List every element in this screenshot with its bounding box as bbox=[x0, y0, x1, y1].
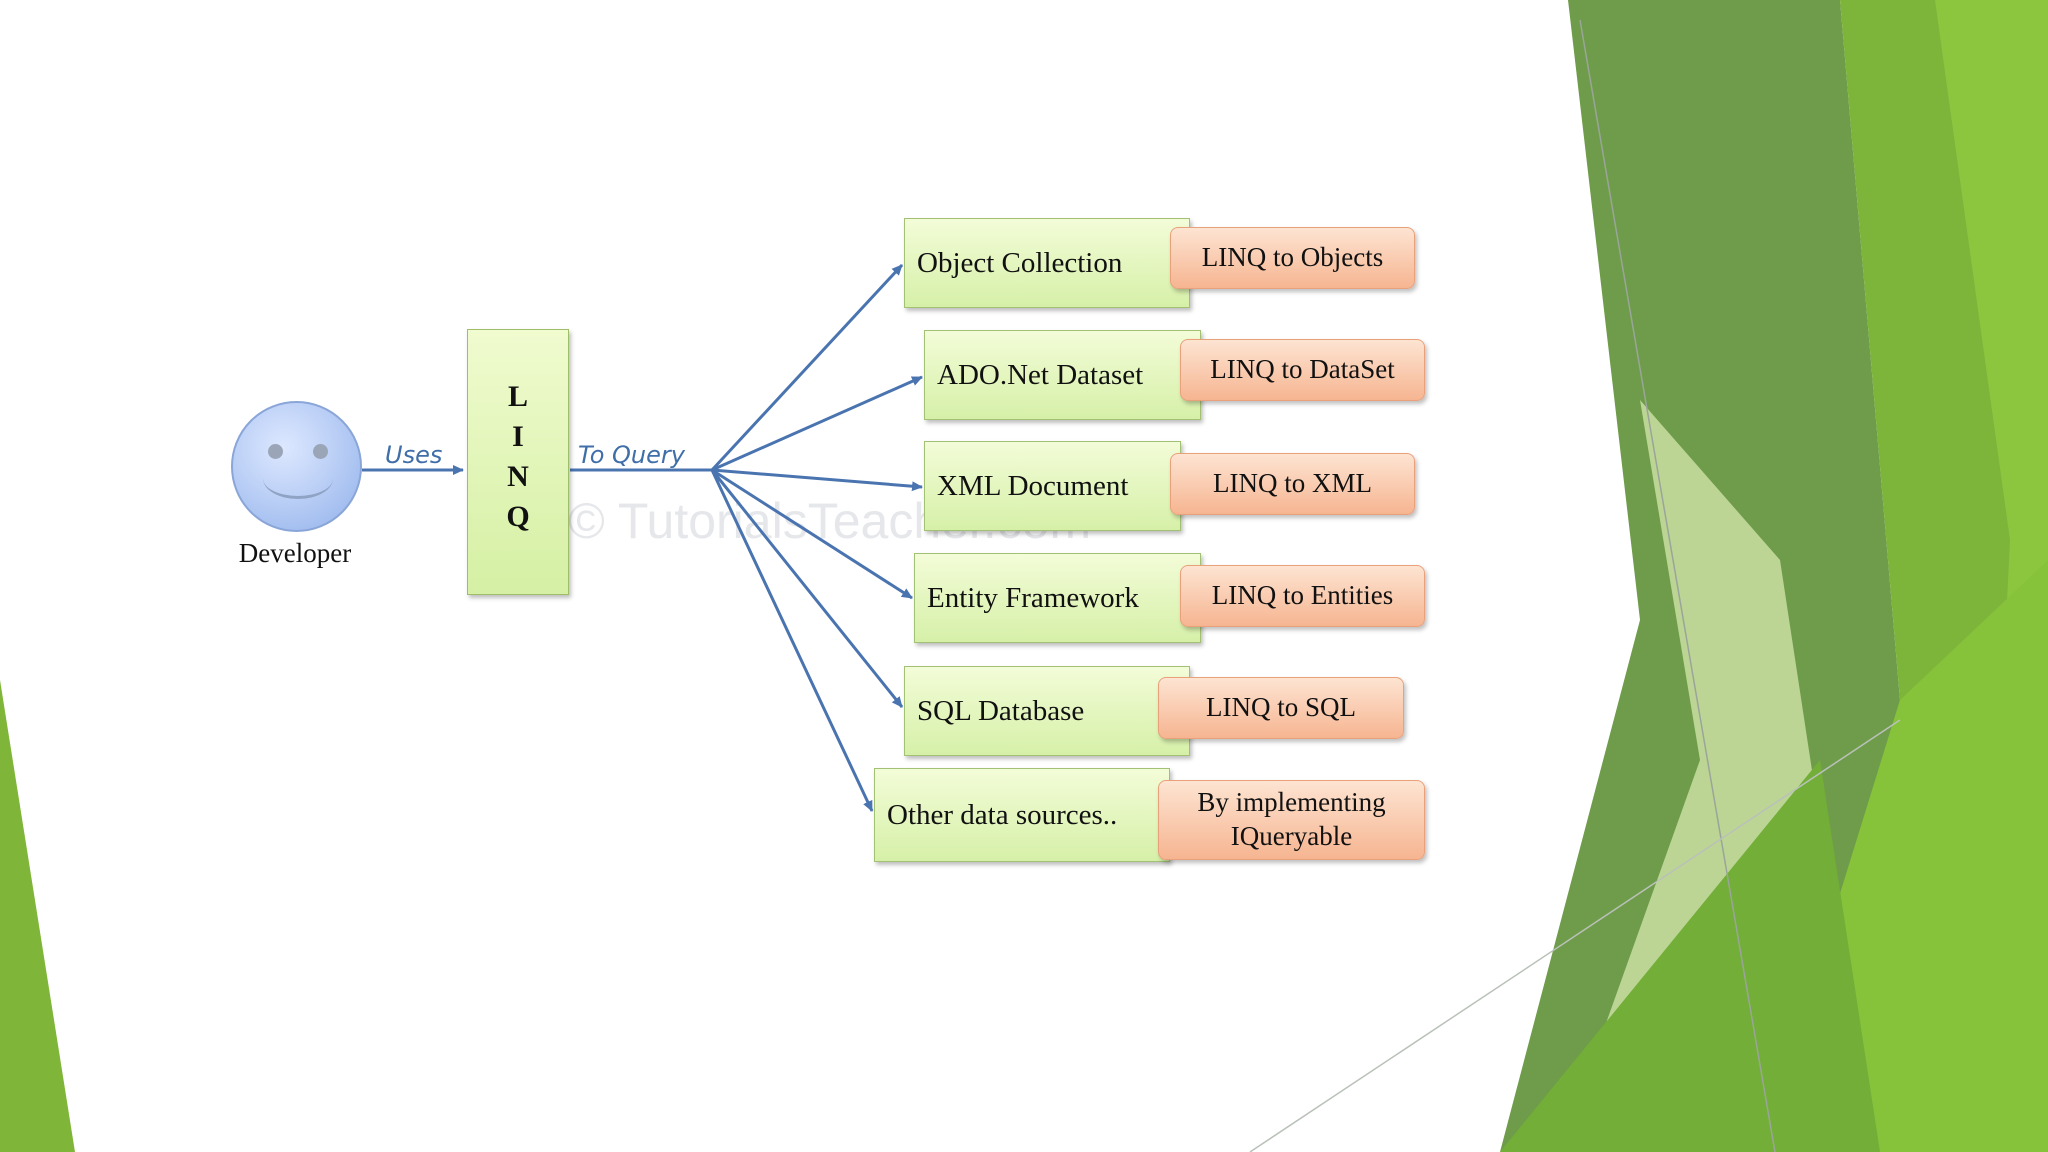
left-eye bbox=[268, 444, 283, 459]
linq-box: L I N Q bbox=[467, 329, 569, 595]
developer-label: Developer bbox=[238, 538, 352, 568]
source-box-sql-database: SQL Database bbox=[904, 666, 1190, 756]
provider-linq-to-xml: LINQ to XML bbox=[1170, 453, 1415, 515]
arrow-to-xml-document bbox=[711, 468, 923, 492]
linq-letter-i: I bbox=[512, 420, 524, 453]
right-eye bbox=[313, 444, 328, 459]
linq-letter-n: N bbox=[507, 460, 529, 493]
linq-letter-q: Q bbox=[506, 500, 530, 533]
uses-label: Uses bbox=[385, 441, 443, 469]
provider-by-implementing-iqueryable: By implementing IQueryable bbox=[1158, 780, 1425, 860]
source-box-xml-document: XML Document bbox=[924, 441, 1181, 531]
arrow-to-object-collection bbox=[710, 263, 904, 472]
source-box-other-sources: Other data sources.. bbox=[874, 768, 1170, 862]
arrow-to-entity-framework bbox=[711, 468, 913, 600]
provider-linq-to-objects: LINQ to Objects bbox=[1170, 227, 1415, 289]
smile bbox=[263, 458, 333, 499]
source-box-entity-framework: Entity Framework bbox=[914, 553, 1201, 643]
provider-linq-to-sql: LINQ to SQL bbox=[1158, 677, 1404, 739]
source-box-ado-net-dataset: ADO.Net Dataset bbox=[924, 330, 1201, 420]
provider-linq-to-entities: LINQ to Entities bbox=[1180, 565, 1425, 627]
to-query-label: To Query bbox=[578, 441, 685, 469]
right-lower-green-facet bbox=[1500, 760, 1880, 1152]
thin-divider-line bbox=[1579, 19, 1776, 1152]
arrow-to-ado-net-dataset bbox=[711, 375, 923, 472]
source-box-object-collection: Object Collection bbox=[904, 218, 1190, 308]
arrow-to-other-sources bbox=[710, 469, 874, 812]
left-green-wedge bbox=[0, 680, 75, 1152]
arrow-to-sql-database bbox=[710, 469, 904, 708]
linq-letter-l: L bbox=[507, 380, 528, 413]
provider-linq-to-dataset: LINQ to DataSet bbox=[1180, 339, 1425, 401]
thin-divider-line bbox=[1249, 719, 1901, 1152]
developer-smiley-icon bbox=[231, 401, 362, 532]
